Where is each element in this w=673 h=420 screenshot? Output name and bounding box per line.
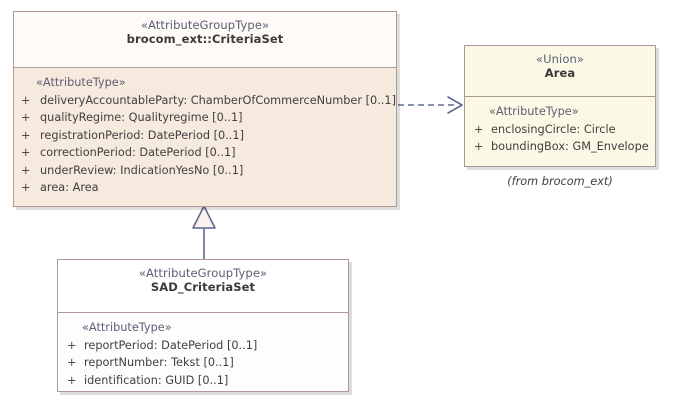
attribute-text: boundingBox: GM_Envelope <box>491 140 649 153</box>
attribute-row[interactable]: + correctionPeriod: DatePeriod [0..1] <box>14 144 396 162</box>
attribute-compartment-stereotype: «AttributeType» <box>82 321 172 334</box>
attribute-text: deliveryAccountableParty: ChamberOfComme… <box>40 93 396 107</box>
attribute-text: reportNumber: Tekst [0..1] <box>84 356 234 369</box>
dependency-arrowhead-open <box>447 96 463 114</box>
attribute-row[interactable]: + boundingBox: GM_Envelope <box>465 138 655 156</box>
class-name: SAD_CriteriaSet <box>150 280 256 295</box>
attribute-row[interactable]: + deliveryAccountableParty: ChamberOfCom… <box>14 92 396 110</box>
class-stereotype: «AttributeGroupType» <box>140 18 270 32</box>
class-attributes-criteriaset: «AttributeType» + deliveryAccountablePar… <box>14 67 396 206</box>
connector-dependency[interactable] <box>398 96 463 114</box>
generalization-arrowhead-triangle <box>192 205 216 229</box>
attribute-visibility: + <box>67 373 77 387</box>
attribute-row[interactable]: + enclosingCircle: Circle <box>465 121 655 139</box>
attribute-row[interactable]: + qualityRegime: Qualityregime [0..1] <box>14 109 396 127</box>
attribute-visibility: + <box>474 122 484 136</box>
class-attributes-sad-criteriaset: «AttributeType» + reportPeriod: DatePeri… <box>58 312 348 391</box>
attribute-text: registrationPeriod: DatePeriod [0..1] <box>40 128 244 142</box>
class-box-area[interactable]: «Union» Area «AttributeType» + enclosing… <box>464 45 656 167</box>
attribute-visibility: + <box>474 140 484 153</box>
attribute-row[interactable]: + registrationPeriod: DatePeriod [0..1] <box>14 127 396 145</box>
attribute-row[interactable]: + area: Area <box>14 179 396 197</box>
attribute-visibility: + <box>21 93 31 107</box>
class-header-criteriaset: «AttributeGroupType» brocom_ext::Criteri… <box>14 12 396 67</box>
attribute-text: correctionPeriod: DatePeriod [0..1] <box>40 146 236 159</box>
class-box-criteriaset[interactable]: «AttributeGroupType» brocom_ext::Criteri… <box>13 11 397 207</box>
class-box-sad-criteriaset[interactable]: «AttributeGroupType» SAD_CriteriaSet «At… <box>57 259 349 392</box>
attribute-visibility: + <box>21 111 31 124</box>
attribute-visibility: + <box>21 146 31 159</box>
connector-generalization[interactable] <box>192 205 216 259</box>
attribute-visibility: + <box>21 163 31 177</box>
attribute-text: qualityRegime: Qualityregime [0..1] <box>40 111 243 124</box>
attribute-visibility: + <box>67 356 77 369</box>
class-name: Area <box>544 66 576 81</box>
class-header-area: «Union» Area <box>465 46 655 96</box>
attribute-text: identification: GUID [0..1] <box>84 373 229 387</box>
class-name: brocom_ext::CriteriaSet <box>126 32 284 47</box>
attribute-compartment-stereotype: «AttributeType» <box>489 105 579 118</box>
attribute-visibility: + <box>21 181 31 194</box>
class-package-label-area: (from brocom_ext) <box>507 175 613 188</box>
class-stereotype: «Union» <box>536 52 584 66</box>
class-header-sad-criteriaset: «AttributeGroupType» SAD_CriteriaSet <box>58 260 348 312</box>
attribute-row[interactable]: + reportPeriod: DatePeriod [0..1] <box>58 337 348 355</box>
attribute-visibility: + <box>21 128 31 142</box>
attribute-text: area: Area <box>40 181 99 194</box>
attribute-visibility: + <box>67 338 77 352</box>
class-attributes-area: «AttributeType» + enclosingCircle: Circl… <box>465 96 655 166</box>
attribute-text: underReview: IndicationYesNo [0..1] <box>40 163 244 177</box>
attribute-text: reportPeriod: DatePeriod [0..1] <box>84 338 258 352</box>
attribute-text: enclosingCircle: Circle <box>491 122 616 136</box>
attribute-compartment-stereotype: «AttributeType» <box>36 76 126 89</box>
attribute-row[interactable]: + reportNumber: Tekst [0..1] <box>58 354 348 372</box>
attribute-row[interactable]: + identification: GUID [0..1] <box>58 372 348 390</box>
class-stereotype: «AttributeGroupType» <box>138 266 268 280</box>
attribute-row[interactable]: + underReview: IndicationYesNo [0..1] <box>14 162 396 180</box>
